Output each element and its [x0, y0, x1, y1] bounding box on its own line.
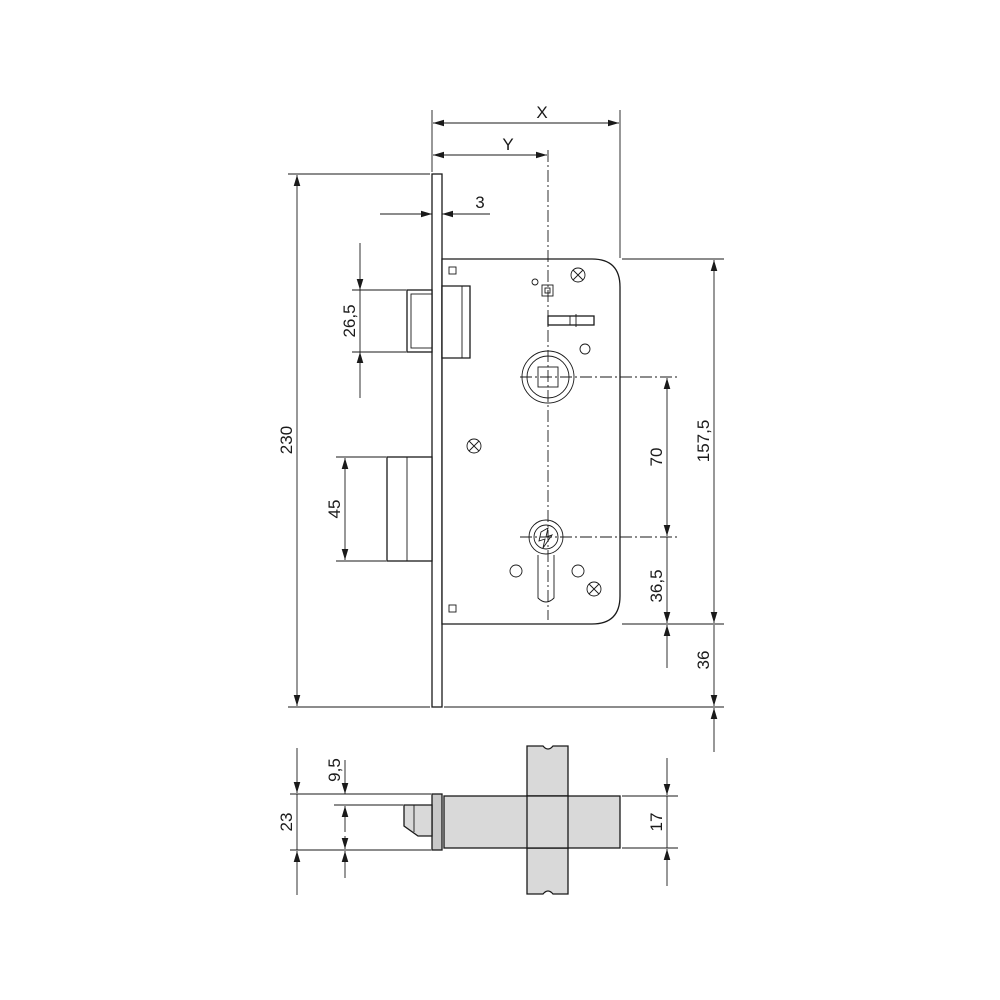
dim-faceplate-length-label: 230 — [277, 426, 296, 454]
dim-latch-height-label: 26,5 — [340, 304, 359, 337]
dim-faceplate-thickness-label: 3 — [475, 193, 484, 212]
lever-slot — [547, 315, 595, 326]
front-dimensions: X Y 3 230 26,5 45 157,5 70 — [277, 103, 724, 752]
hole — [579, 343, 591, 355]
dim-case-height-label: 157,5 — [694, 420, 713, 463]
detail-square — [541, 284, 554, 297]
dim-deadbolt-height-label: 45 — [325, 500, 344, 519]
dim-bottom-offset-label: 36 — [694, 651, 713, 670]
case-corner-mark — [448, 266, 457, 275]
dim-side-width-label: 17 — [647, 813, 666, 832]
hole — [571, 564, 585, 578]
screw — [586, 581, 602, 597]
screw — [466, 438, 482, 454]
dim-side-height-label: 23 — [277, 813, 296, 832]
spindle-bar-bottom — [526, 847, 569, 895]
deadbolt — [386, 456, 433, 562]
screw — [570, 267, 586, 283]
faceplate-side — [431, 793, 443, 851]
dim-y-label: Y — [502, 135, 513, 154]
latch-side — [403, 804, 433, 837]
case-corner-mark — [448, 604, 457, 613]
hole — [509, 564, 523, 578]
latch-bolt — [406, 285, 471, 359]
spindle-bar-top — [526, 745, 569, 797]
dim-spindle-cylinder-label: 70 — [647, 448, 666, 467]
dim-cylinder-bottom-label: 36,5 — [647, 569, 666, 602]
faceplate — [431, 173, 443, 708]
side-view — [403, 745, 621, 895]
hole — [531, 278, 539, 286]
front-view — [386, 150, 680, 708]
lock-case — [441, 258, 621, 625]
dim-x-label: X — [536, 103, 547, 122]
side-dimensions: 9,5 23 17 — [277, 748, 678, 895]
dim-side-top-label: 9,5 — [325, 758, 344, 782]
